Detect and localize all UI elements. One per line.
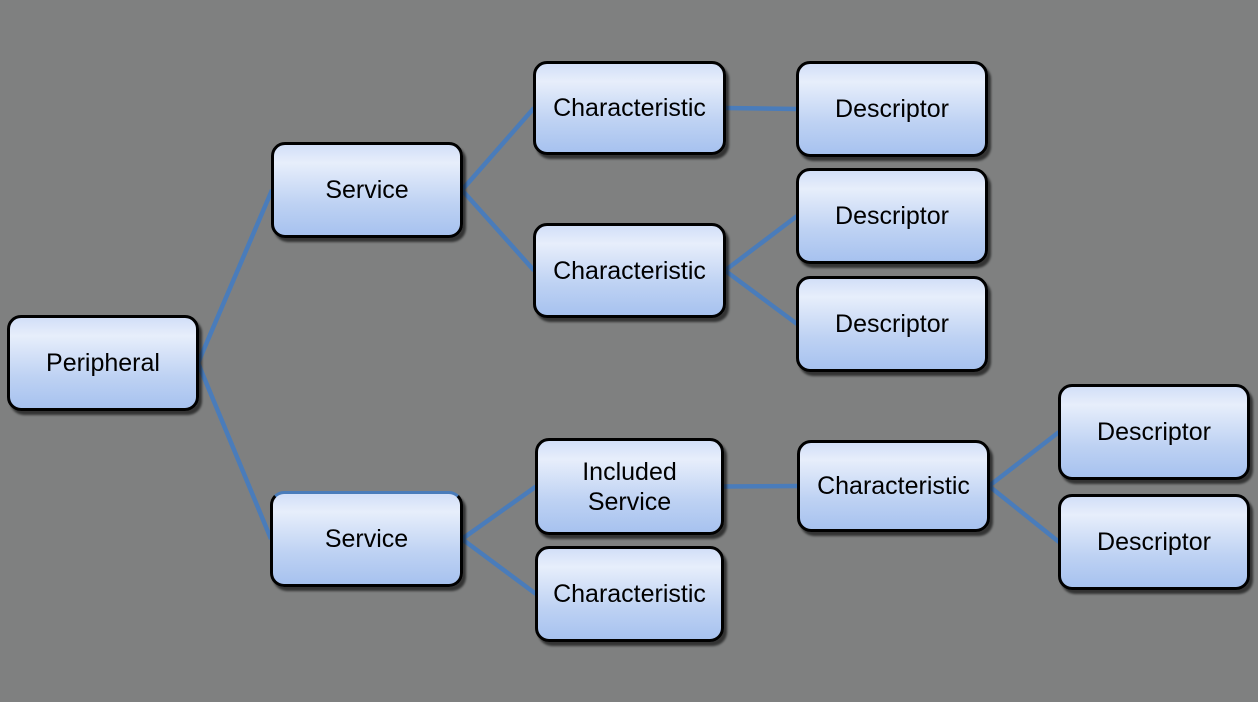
node-label: Characteristic — [817, 472, 970, 500]
node-label: Service — [324, 525, 409, 553]
node-label: Descriptor — [835, 310, 949, 338]
node-descriptor-1: Descriptor — [796, 61, 988, 157]
node-label: Included Service — [582, 457, 677, 516]
node-label: Characteristic — [553, 580, 706, 608]
node-included-service: Included Service — [535, 438, 724, 535]
node-characteristic-2: Characteristic — [533, 223, 726, 318]
node-label: Descriptor — [835, 202, 949, 230]
node-label: Peripheral — [46, 349, 160, 377]
node-label: Characteristic — [553, 94, 706, 122]
node-service-1: Service — [271, 142, 463, 238]
node-descriptor-5: Descriptor — [1058, 494, 1250, 590]
node-peripheral: Peripheral — [7, 315, 199, 411]
node-label: Descriptor — [1097, 418, 1211, 446]
node-service-2: Service — [270, 491, 463, 587]
node-characteristic-4: Characteristic — [797, 440, 990, 532]
node-label: Characteristic — [553, 256, 706, 285]
node-characteristic-3: Characteristic — [535, 546, 724, 642]
node-descriptor-3: Descriptor — [796, 276, 988, 372]
node-characteristic-1: Characteristic — [533, 61, 726, 155]
node-descriptor-4: Descriptor — [1058, 384, 1250, 480]
node-label: Service — [325, 176, 409, 204]
node-label: Descriptor — [835, 95, 949, 123]
node-descriptor-2: Descriptor — [796, 168, 988, 264]
node-label: Descriptor — [1097, 528, 1211, 556]
